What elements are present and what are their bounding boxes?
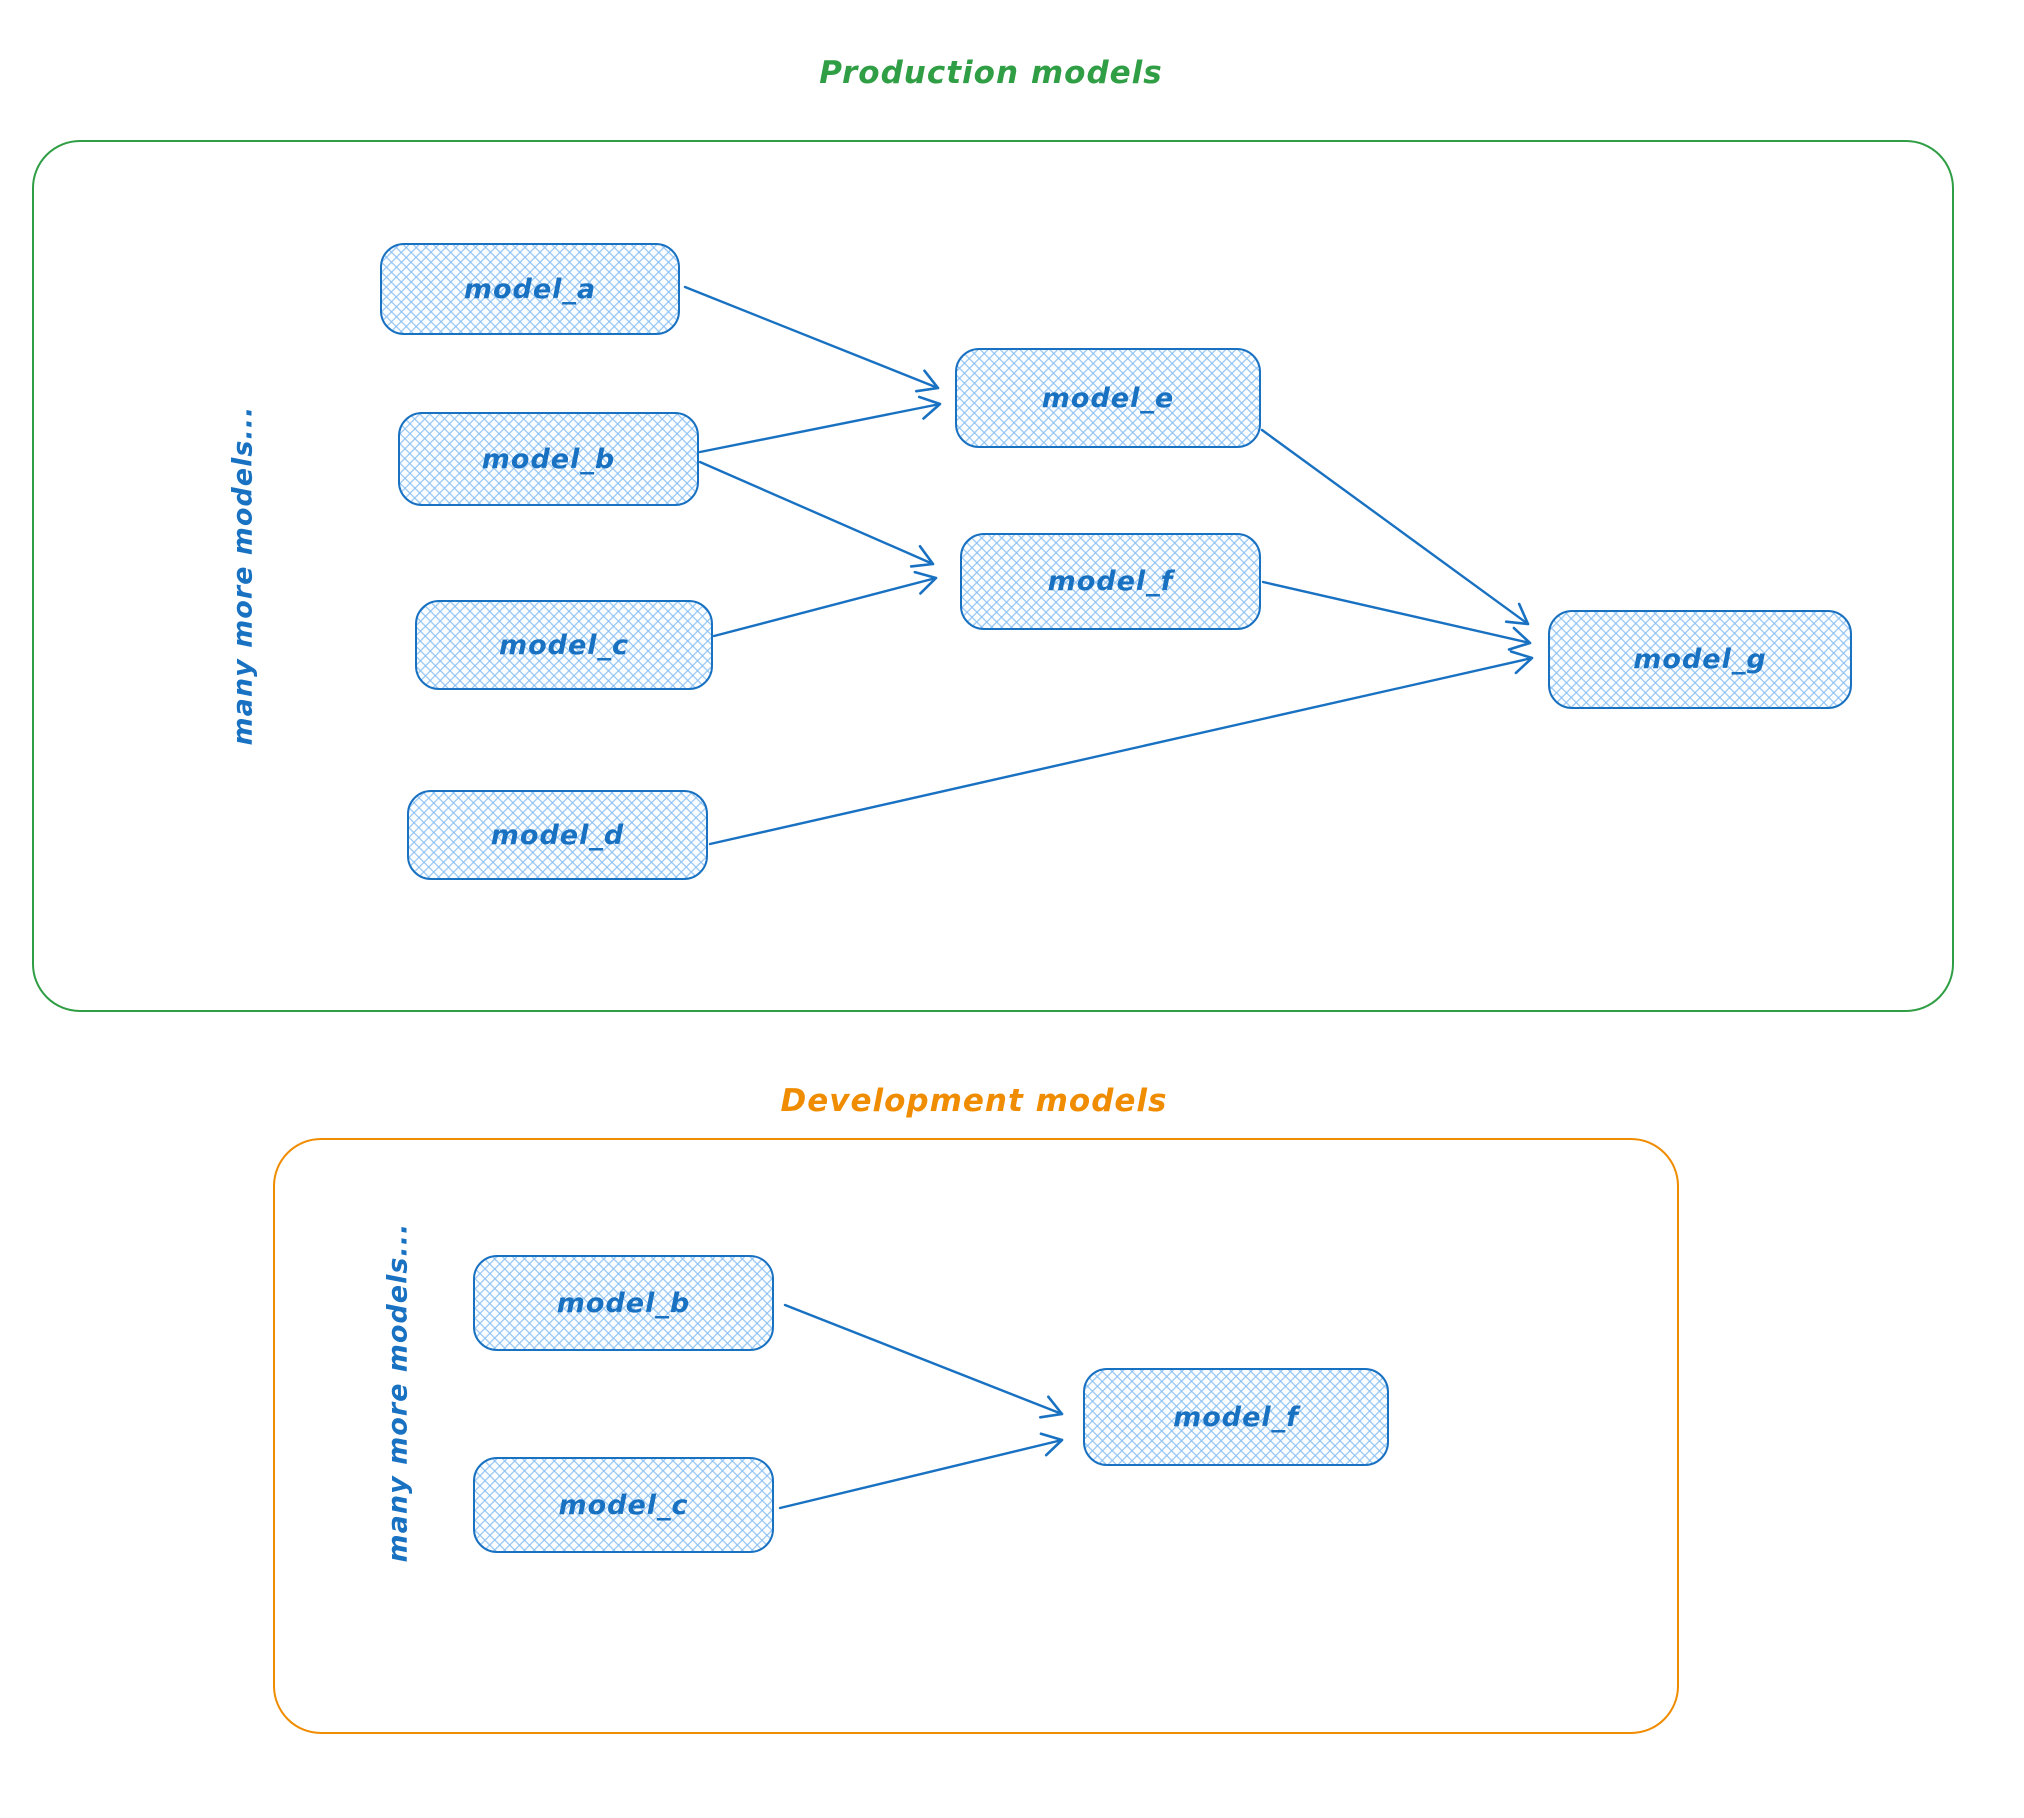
development-container [273, 1138, 1679, 1734]
node-label-model_c: model_c [498, 629, 630, 661]
node-production-model_f: model_f [960, 533, 1261, 630]
development-side-label: many more models... [382, 1222, 414, 1563]
node-label-model_f: model_f [1047, 566, 1174, 597]
node-production-model_g: model_g [1548, 610, 1852, 709]
production-section-title: Production models [819, 55, 1163, 91]
node-label-model_a: model_a [463, 273, 597, 305]
node-label-model_e: model_e [1041, 382, 1175, 414]
node-label-dev-model_b: model_b [556, 1287, 691, 1319]
node-development-model_f: model_f [1083, 1368, 1389, 1466]
node-label-model_d: model_d [490, 819, 625, 851]
production-container [32, 140, 1954, 1012]
node-production-model_a: model_a [380, 243, 680, 335]
node-production-model_e: model_e [955, 348, 1261, 448]
node-production-model_b: model_b [398, 412, 699, 506]
node-production-model_c: model_c [415, 600, 713, 690]
node-label-dev-model_f: model_f [1173, 1401, 1299, 1433]
node-development-model_c: model_c [473, 1457, 774, 1553]
node-production-model_d: model_d [407, 790, 708, 880]
node-label-dev-model_c: model_c [558, 1489, 689, 1521]
node-label-model_b: model_b [481, 443, 616, 475]
development-section-title: Development models [780, 1083, 1168, 1119]
node-development-model_b: model_b [473, 1255, 774, 1351]
production-side-label: many more models... [227, 405, 259, 746]
node-label-model_g: model_g [1633, 644, 1767, 675]
